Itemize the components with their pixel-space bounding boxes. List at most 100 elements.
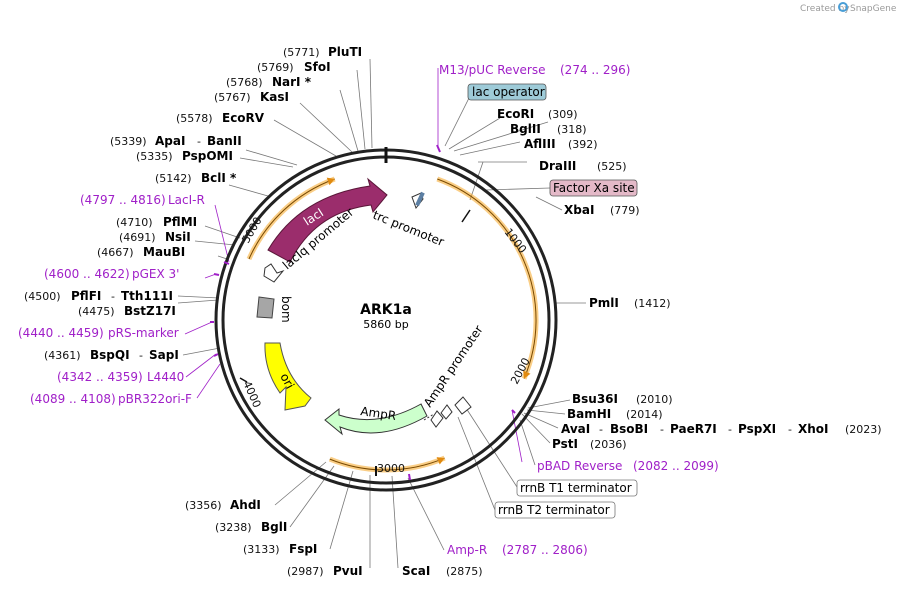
enz-bgli-name[interactable]: BglI: [261, 520, 287, 534]
enz-pflfi-sep: -: [111, 290, 115, 303]
feature-bom[interactable]: bom: [256, 296, 293, 323]
feature-ori[interactable]: ori: [264, 342, 312, 411]
plasmid-size: 5860 bp: [363, 318, 408, 331]
primer-m13-range: (274 .. 296): [560, 63, 630, 77]
enz-ecorv-name[interactable]: EcoRV: [222, 111, 265, 125]
lac-operator-mark: [415, 191, 425, 207]
credit-prefix: Created by: [800, 4, 850, 14]
leader-line: [448, 117, 501, 150]
left-primer-labels: (4797 .. 4816) LacI-R (4600 .. 4622) pGE…: [18, 193, 205, 406]
feature-AmpR-promoter[interactable]: AmpR promoter: [421, 323, 486, 428]
enz-bcli-num: (5142): [155, 172, 192, 185]
l4440-primer-tick: [213, 353, 219, 357]
primer-m13-name[interactable]: M13/pUC Reverse: [439, 63, 546, 77]
feature-AmpR[interactable]: AmpR: [324, 403, 435, 436]
enz-pluti-name[interactable]: PluTI: [328, 45, 362, 59]
lacI-r-primer-tick: [223, 261, 230, 265]
enz-bsu36i-num: (2010): [636, 393, 673, 406]
enz-ecori-name[interactable]: EcoRI: [497, 107, 534, 121]
orange-arc-cds-main-head: [523, 370, 531, 379]
leader-line: [519, 419, 536, 466]
enz-banii-name[interactable]: BanII: [207, 134, 242, 148]
enz-sapi-name[interactable]: SapI: [149, 348, 179, 362]
enz-sfoi-name[interactable]: SfoI: [304, 60, 331, 74]
enz-nsii-num: (4691): [119, 231, 156, 244]
enz-ahdi-name[interactable]: AhdI: [230, 498, 261, 512]
enz-kasi-name[interactable]: KasI: [260, 90, 289, 104]
enz-apai-num: (5339): [110, 135, 147, 148]
enz-pluti-num: (5771): [283, 46, 320, 59]
enz-afliii-name[interactable]: AflIII: [524, 137, 556, 151]
primer-prs-marker-range: (4440 .. 4459): [18, 326, 104, 340]
lac-operator-badge[interactable]: [467, 83, 547, 101]
factor-xa-badge[interactable]: [549, 179, 638, 197]
lacIq-promoter-arrow: [263, 263, 285, 283]
feature-lacI[interactable]: lacI: [267, 177, 388, 263]
primer-laci-r-name[interactable]: LacI-R: [168, 193, 205, 207]
enz-pvui-num: (2987): [287, 565, 324, 578]
enz-nsii-name[interactable]: NsiI: [165, 230, 191, 244]
enz-apai-sep: -: [197, 135, 201, 148]
enz-xhoi-name[interactable]: XhoI: [798, 422, 829, 436]
enz-avai-name[interactable]: AvaI: [561, 422, 590, 436]
enz-bsu36i-name[interactable]: Bsu36I: [572, 392, 618, 406]
enz-pflmi-name[interactable]: PflMI: [163, 215, 197, 229]
primer-pbad-range: (2082 .. 2099): [633, 459, 719, 473]
leader-line: [459, 141, 521, 156]
lacI-arrow: [267, 177, 388, 263]
enz-nari-name[interactable]: NarI *: [272, 75, 312, 89]
sep-2: -: [660, 423, 664, 436]
enz-psti-num: (2036): [590, 438, 627, 451]
orange-arc-lacI-head: [326, 177, 335, 186]
primer-pbr322ori-name[interactable]: pBR322ori-F: [118, 392, 192, 406]
enz-ecorv-num: (5578): [176, 112, 213, 125]
enz-scai-name[interactable]: ScaI: [402, 564, 430, 578]
AmpR-promoter-box-2: [440, 404, 453, 420]
primer-pgex-range: (4600 .. 4622): [44, 267, 130, 281]
bottom-enzyme-labels: (3356) AhdI (3238) BglI (3133) FspI (298…: [185, 498, 483, 578]
enz-bsobi-name[interactable]: BsoBI: [610, 422, 648, 436]
rrnb-t1-badge[interactable]: [516, 479, 638, 497]
enz-maubi-name[interactable]: MauBI: [143, 245, 185, 259]
tick-1000-mark: [461, 209, 471, 223]
primer-leader-line: [214, 204, 230, 263]
enz-pflfi-name[interactable]: PflFI: [71, 289, 101, 303]
leader-line: [177, 295, 220, 299]
ampr-primer-tick: [408, 473, 411, 481]
enz-bstz17i-name[interactable]: BstZ17I: [124, 304, 176, 318]
snapgene-credit: Created by SnapGene: [800, 2, 897, 14]
enz-fspi-name[interactable]: FspI: [289, 542, 317, 556]
rrnb-t2-badge[interactable]: [494, 501, 616, 519]
leader-line: [245, 149, 298, 166]
leader-line: [535, 196, 563, 211]
enz-pvui-name[interactable]: PvuI: [333, 564, 363, 578]
enz-draiii-name[interactable]: DraIII: [539, 159, 576, 173]
enz-pspxi-name[interactable]: PspXI: [738, 422, 776, 436]
leader-line: [273, 119, 337, 157]
primer-ticks: [210, 144, 516, 481]
enz-bamhi-name[interactable]: BamHI: [567, 407, 611, 421]
enz-bcli-name[interactable]: BclI *: [201, 171, 237, 185]
enz-pspomi-name[interactable]: PspOMI: [182, 149, 233, 163]
enz-psti-name[interactable]: PstI: [552, 437, 578, 451]
cds-highlight-arcs: [246, 176, 539, 473]
enz-apai-name[interactable]: ApaI: [155, 134, 185, 148]
enz-bamhi-num: (2014): [626, 408, 663, 421]
leader-line: [339, 89, 359, 152]
enz-xbai-name[interactable]: XbaI: [564, 203, 594, 217]
primer-pbad-name[interactable]: pBAD Reverse: [537, 459, 622, 473]
enz-bspqi-name[interactable]: BspQI: [90, 348, 130, 362]
leader-line: [521, 413, 551, 444]
primer-pgex-name[interactable]: pGEX 3': [132, 267, 179, 281]
primer-prs-marker-name[interactable]: pRS-marker: [108, 326, 179, 340]
enz-pmli-name[interactable]: PmlI: [589, 296, 619, 310]
enz-tth111i-name[interactable]: Tth111I: [121, 289, 173, 303]
leader-line: [289, 465, 335, 528]
primer-l4440-name[interactable]: L4440: [147, 370, 184, 384]
enz-paer7i-name[interactable]: PaeR7I: [670, 422, 717, 436]
primer-laci-r-range: (4797 .. 4816): [80, 193, 166, 207]
orange-arc-AmpR-head: [436, 457, 445, 465]
primer-ampr-name[interactable]: Amp-R: [447, 543, 487, 557]
enz-afliii-num: (392): [568, 138, 598, 151]
enz-bglii-name[interactable]: BglII: [510, 122, 541, 136]
